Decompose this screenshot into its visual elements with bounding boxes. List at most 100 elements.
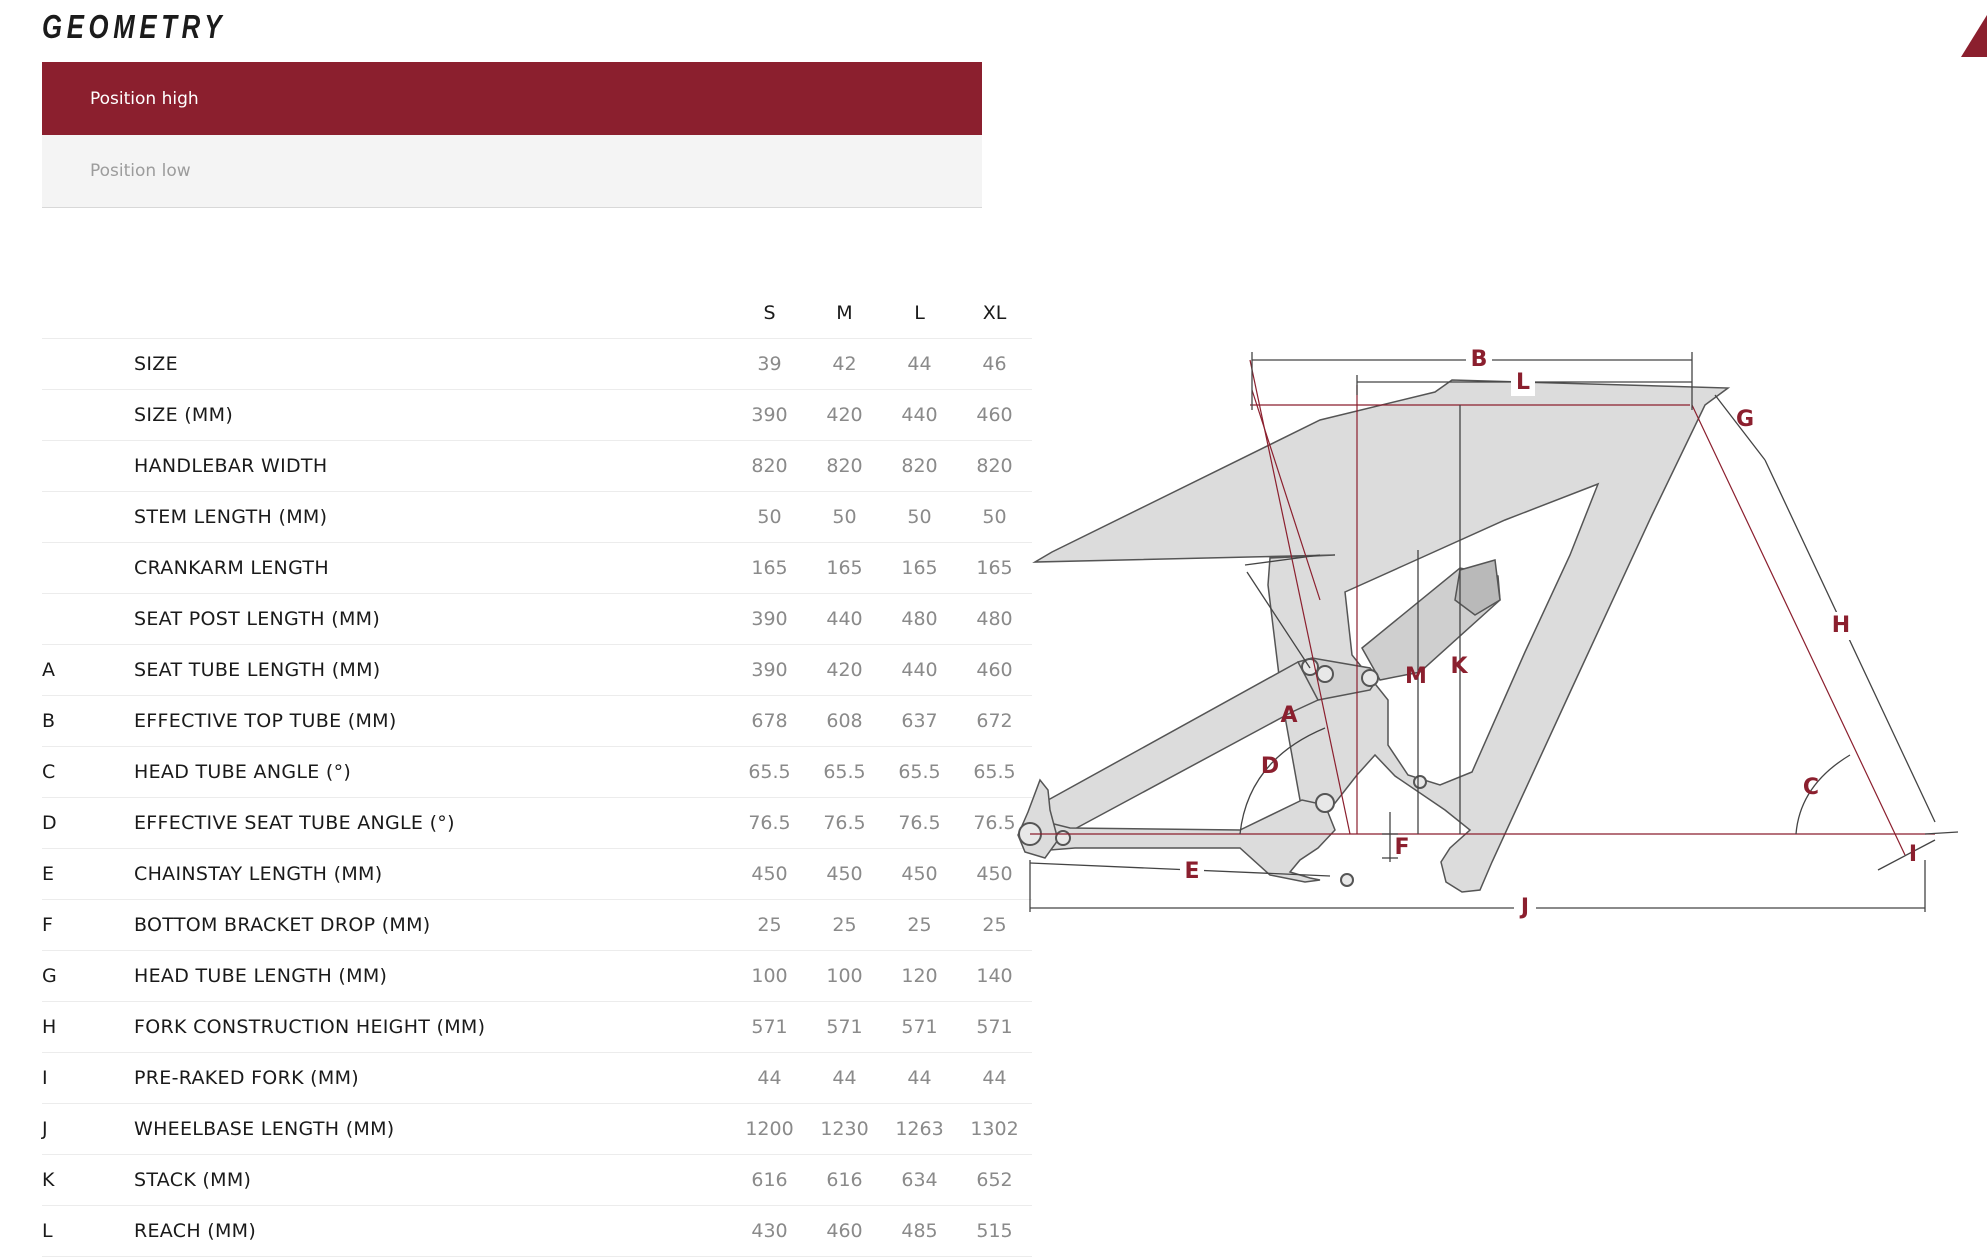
row-value-s: 50 bbox=[732, 491, 807, 543]
row-label: SIZE bbox=[134, 338, 732, 390]
row-code: H bbox=[42, 1001, 134, 1053]
row-value-xl: 460 bbox=[957, 644, 1032, 696]
row-value-xl: 652 bbox=[957, 1154, 1032, 1206]
row-value-m: 65.5 bbox=[807, 746, 882, 798]
pivot-shock-lower bbox=[1361, 669, 1379, 687]
tab-position-low[interactable]: Position low bbox=[42, 135, 982, 208]
dim-label-g: G bbox=[1736, 407, 1754, 432]
row-code: D bbox=[42, 797, 134, 849]
dim-label-b: B bbox=[1471, 347, 1488, 372]
row-value-s: 165 bbox=[732, 542, 807, 594]
row-value-l: 165 bbox=[882, 542, 957, 594]
header-label bbox=[134, 288, 732, 339]
dim-label-c: C bbox=[1803, 775, 1819, 800]
row-value-l: 65.5 bbox=[882, 746, 957, 798]
dim-h-line bbox=[1764, 459, 1936, 823]
row-value-xl: 140 bbox=[957, 950, 1032, 1002]
row-label: CHAINSTAY LENGTH (MM) bbox=[134, 848, 732, 900]
row-value-s: 390 bbox=[732, 389, 807, 441]
row-value-m: 42 bbox=[807, 338, 882, 390]
row-code: I bbox=[42, 1052, 134, 1104]
row-value-s: 25 bbox=[732, 899, 807, 951]
dim-label-k: K bbox=[1450, 654, 1468, 679]
row-label: FORK CONSTRUCTION HEIGHT (MM) bbox=[134, 1001, 732, 1053]
row-label: WHEELBASE LENGTH (MM) bbox=[134, 1103, 732, 1155]
dim-label-d: D bbox=[1261, 754, 1279, 779]
seat-tube-axis bbox=[1249, 359, 1351, 835]
row-value-m: 44 bbox=[807, 1052, 882, 1104]
row-label: SIZE (MM) bbox=[134, 389, 732, 441]
row-label: EFFECTIVE SEAT TUBE ANGLE (°) bbox=[134, 797, 732, 849]
pivot-lower-link bbox=[1340, 873, 1354, 887]
row-code bbox=[42, 338, 134, 390]
dim-label-a: A bbox=[1280, 703, 1297, 728]
dim-e-line bbox=[1029, 862, 1331, 877]
row-value-xl: 820 bbox=[957, 440, 1032, 492]
row-value-m: 450 bbox=[807, 848, 882, 900]
row-label: HEAD TUBE ANGLE (°) bbox=[134, 746, 732, 798]
row-value-xl: 515 bbox=[957, 1205, 1032, 1257]
row-value-s: 100 bbox=[732, 950, 807, 1002]
row-value-xl: 460 bbox=[957, 389, 1032, 441]
row-label: REACH (MM) bbox=[134, 1205, 732, 1257]
row-value-m: 608 bbox=[807, 695, 882, 747]
rocker-link bbox=[1296, 657, 1379, 701]
row-value-xl: 46 bbox=[957, 338, 1032, 390]
row-code bbox=[42, 440, 134, 492]
row-value-m: 420 bbox=[807, 389, 882, 441]
pivot-dropout bbox=[1055, 830, 1071, 846]
dimension-lines bbox=[1029, 352, 1959, 912]
row-code: G bbox=[42, 950, 134, 1002]
dim-a-line bbox=[1246, 571, 1311, 669]
row-value-l: 44 bbox=[882, 338, 957, 390]
row-code bbox=[42, 491, 134, 543]
front-triangle bbox=[1032, 379, 1731, 893]
row-code bbox=[42, 542, 134, 594]
row-code: F bbox=[42, 899, 134, 951]
bike-frame bbox=[1017, 379, 1731, 893]
dim-a-tick bbox=[1244, 554, 1321, 566]
row-value-m: 76.5 bbox=[807, 797, 882, 849]
row-value-xl: 1302 bbox=[957, 1103, 1032, 1155]
row-label: PRE-RAKED FORK (MM) bbox=[134, 1052, 732, 1104]
row-value-xl: 50 bbox=[957, 491, 1032, 543]
size-header-m: M bbox=[807, 288, 882, 339]
row-value-s: 44 bbox=[732, 1052, 807, 1104]
row-code: B bbox=[42, 695, 134, 747]
row-value-xl: 165 bbox=[957, 542, 1032, 594]
row-label: SEAT POST LENGTH (MM) bbox=[134, 593, 732, 645]
row-code bbox=[42, 389, 134, 441]
row-value-xl: 44 bbox=[957, 1052, 1032, 1104]
row-value-s: 65.5 bbox=[732, 746, 807, 798]
reference-lines bbox=[1030, 359, 1935, 856]
row-value-m: 440 bbox=[807, 593, 882, 645]
row-value-m: 420 bbox=[807, 644, 882, 696]
row-value-l: 450 bbox=[882, 848, 957, 900]
row-value-m: 820 bbox=[807, 440, 882, 492]
row-label: BOTTOM BRACKET DROP (MM) bbox=[134, 899, 732, 951]
row-value-m: 616 bbox=[807, 1154, 882, 1206]
dim-d-arc bbox=[1239, 727, 1326, 835]
row-code: E bbox=[42, 848, 134, 900]
row-value-l: 820 bbox=[882, 440, 957, 492]
tab-position-high[interactable]: Position high bbox=[42, 62, 982, 135]
row-value-m: 25 bbox=[807, 899, 882, 951]
row-value-l: 76.5 bbox=[882, 797, 957, 849]
dim-label-i: I bbox=[1909, 842, 1917, 867]
row-value-l: 50 bbox=[882, 491, 957, 543]
dim-label-f: F bbox=[1394, 835, 1409, 860]
row-label: STACK (MM) bbox=[134, 1154, 732, 1206]
dim-label-h: H bbox=[1832, 613, 1850, 638]
row-value-l: 25 bbox=[882, 899, 957, 951]
